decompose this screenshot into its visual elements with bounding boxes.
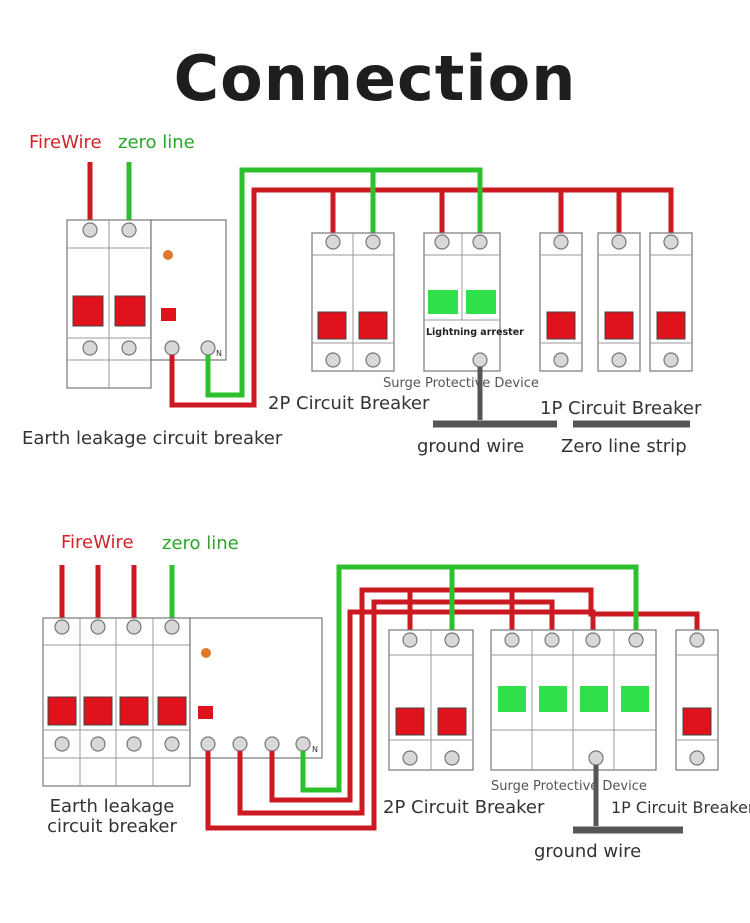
elcb-toggle[interactable] xyxy=(119,696,149,726)
breaker-toggle[interactable] xyxy=(682,707,712,736)
breaker-2p xyxy=(388,629,474,771)
elcb-device: N xyxy=(42,617,323,787)
elcb-label-line2: circuit breaker xyxy=(47,816,177,837)
zero-line-label: zero line xyxy=(162,533,239,554)
breaker-toggle[interactable] xyxy=(317,311,347,340)
elcb-toggle[interactable] xyxy=(114,295,146,327)
elcb-label-line1: Earth leakage xyxy=(50,796,175,817)
live-wire-l1 xyxy=(205,599,555,831)
zero-strip-label: Zero line strip xyxy=(561,436,687,457)
spd-module xyxy=(539,686,567,712)
firewire-label: FireWire xyxy=(61,532,134,553)
spd-module xyxy=(498,686,526,712)
spd-label: Surge Protective Device xyxy=(383,376,539,391)
breaker-toggle[interactable] xyxy=(546,311,576,340)
ground-wire-label: ground wire xyxy=(417,436,524,457)
breaker-toggle[interactable] xyxy=(604,311,634,340)
breaker-toggle[interactable] xyxy=(395,707,425,736)
indicator-icon xyxy=(201,648,211,658)
page-title: Connection xyxy=(173,42,577,115)
firewire-label: FireWire xyxy=(29,132,102,153)
spd-label: Surge Protective Device xyxy=(491,779,647,794)
neutral-wire xyxy=(300,564,639,793)
elcb-toggle[interactable] xyxy=(157,696,187,726)
diagram-1: N Lightni xyxy=(22,132,702,457)
breaker-1p-group xyxy=(539,232,693,372)
elcb-device: N xyxy=(66,219,227,389)
surge-protective-device xyxy=(490,629,657,771)
breaker-2p-label: 2P Circuit Breaker xyxy=(383,797,545,818)
breaker-toggle[interactable] xyxy=(358,311,388,340)
zero-line-label: zero line xyxy=(118,132,195,153)
neutral-bus-wire xyxy=(205,167,483,398)
test-button[interactable] xyxy=(161,308,176,321)
elcb-toggle[interactable] xyxy=(83,696,113,726)
breaker-2p-label: 2P Circuit Breaker xyxy=(268,393,430,414)
spd-module xyxy=(466,290,496,314)
breaker-1p xyxy=(675,629,719,771)
elcb-label: Earth leakage circuit breaker xyxy=(22,428,283,449)
live-wire-l2 xyxy=(237,587,413,816)
breaker-toggle[interactable] xyxy=(656,311,686,340)
diagram-2: N xyxy=(42,532,750,862)
spd-module xyxy=(580,686,608,712)
neutral-mark: N xyxy=(216,349,222,358)
neutral-mark: N xyxy=(312,745,318,754)
breaker-1p-label: 1P Circuit Breaker xyxy=(540,398,702,419)
surge-protective-device: Lightning arrester xyxy=(423,232,524,372)
arrester-label: Lightning arrester xyxy=(426,327,524,338)
breaker-2p xyxy=(311,232,395,372)
spd-module xyxy=(428,290,458,314)
breaker-toggle[interactable] xyxy=(437,707,467,736)
elcb-toggle[interactable] xyxy=(72,295,104,327)
spd-module xyxy=(621,686,649,712)
test-button[interactable] xyxy=(198,706,213,719)
elcb-toggle[interactable] xyxy=(47,696,77,726)
ground-wire-label: ground wire xyxy=(534,841,641,862)
indicator-icon xyxy=(163,250,173,260)
breaker-1p-label: 1P Circuit Breaker xyxy=(611,798,750,817)
live-bus-wire xyxy=(169,187,674,408)
